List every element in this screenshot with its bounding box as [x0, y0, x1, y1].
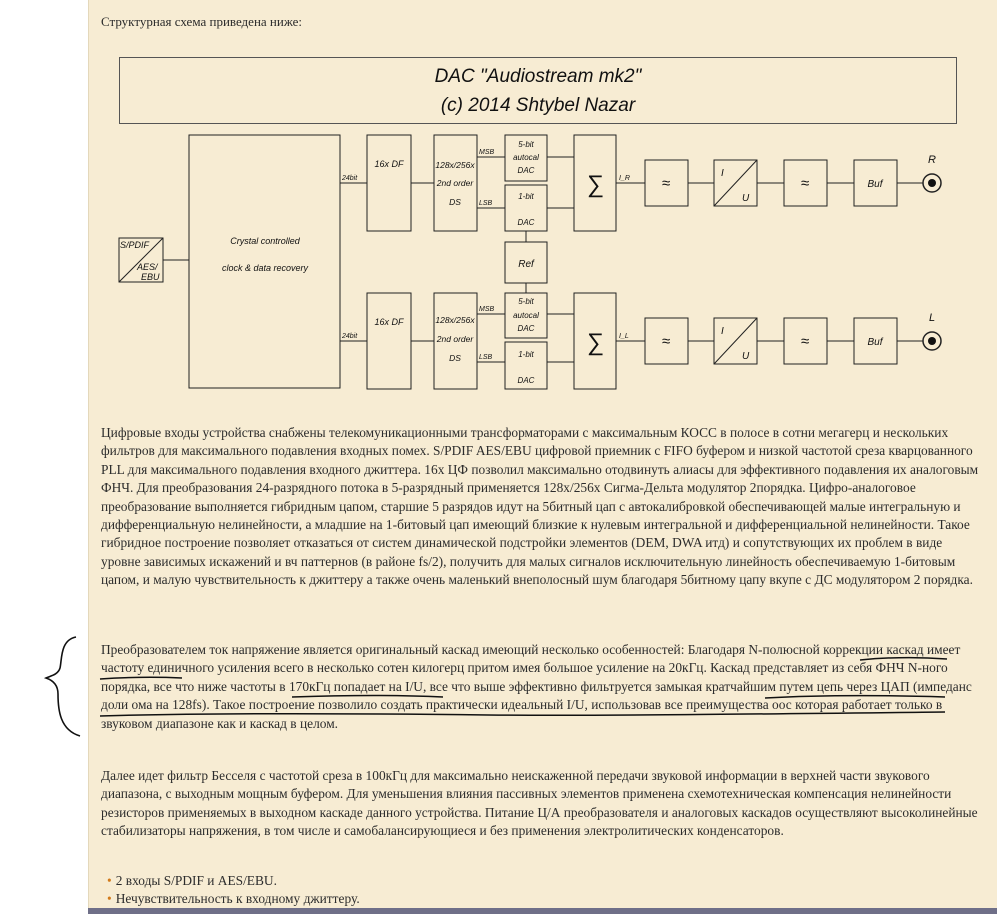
bottom-scroll-bar [88, 908, 997, 914]
ds-label-bottom-2: 2nd order [436, 334, 475, 344]
dac1-label-bottom-1: 1-bit [518, 350, 534, 359]
ds-block-top [433, 134, 478, 232]
ds-label-top-1: 128x/256x [435, 160, 475, 170]
sum-symbol-top: ∑ [586, 171, 603, 198]
output-jack-l [922, 331, 942, 351]
dac5-label-bottom-2: autocal [513, 311, 539, 320]
filter2-symbol-top: ≈ [801, 175, 809, 192]
filter1-symbol-bottom: ≈ [662, 333, 670, 350]
buf-label-bottom: Buf [867, 337, 883, 348]
ref-label: Ref [518, 259, 535, 270]
paragraph-bessel-filter: Далее идет фильтр Бесселя с частотой сре… [101, 768, 978, 839]
iu-i-label-bottom: I [721, 326, 724, 337]
df-label-top: 16x DF [374, 159, 404, 169]
paragraph-inputs: Цифровые входы устройства снабжены телек… [101, 425, 979, 588]
feature-list: •2 входы S/PDIF и AES/EBU. •Нечувствител… [107, 872, 360, 908]
bus-label-bottom: 24bit [341, 333, 358, 340]
dac5-label-top-2: autocal [513, 153, 539, 162]
sum-symbol-bottom: ∑ [586, 329, 603, 356]
output-l-label: L [929, 312, 935, 324]
clock-recovery-block [188, 134, 341, 389]
clock-label-1: Crystal controlled [230, 236, 301, 246]
filter1-symbol-top: ≈ [662, 175, 670, 192]
ds-label-top-2: 2nd order [436, 178, 475, 188]
dac1-block-bottom [504, 341, 548, 390]
diagram-title: DAC "Audiostream mk2" [434, 66, 642, 87]
clock-label-2: clock & data recovery [222, 263, 309, 273]
article-page: Структурная схема приведена ниже: DAC "A… [88, 0, 997, 910]
block-diagram: S/PDIF AES/ EBU Crystal controlled clock… [118, 134, 942, 390]
dac5-label-bottom-1: 5-bit [518, 297, 534, 306]
msb-label-bottom: MSB [479, 306, 495, 313]
dac5-block-top [504, 134, 548, 182]
intro-text: Структурная схема приведена ниже: [101, 14, 303, 29]
iu-u-label-bottom: U [742, 351, 750, 362]
bus-label-top: 24bit [341, 175, 358, 182]
dac1-label-top-2: DAC [518, 218, 535, 227]
ds-label-top-3: DS [449, 197, 461, 207]
iu-i-label-top: I [721, 168, 724, 179]
ds-label-bottom-1: 128x/256x [435, 315, 475, 325]
dac5-label-top-1: 5-bit [518, 140, 534, 149]
lsb-label-bottom: LSB [479, 354, 493, 361]
input-spdif-label: S/PDIF [120, 240, 150, 250]
output-jack-r [922, 173, 942, 193]
lsb-label-top: LSB [479, 200, 493, 207]
dac5-label-top-3: DAC [518, 166, 535, 175]
ds-block-bottom [433, 292, 478, 390]
df-label-bottom: 16x DF [374, 317, 404, 327]
ds-label-bottom-3: DS [449, 353, 461, 363]
output-r-label: R [928, 154, 936, 166]
paragraph-iu-converter: Преобразователем ток напряжение является… [101, 642, 972, 731]
filter2-symbol-bottom: ≈ [801, 333, 809, 350]
input-ebu-label: EBU [141, 272, 160, 282]
list-item: •2 входы S/PDIF и AES/EBU. [107, 873, 277, 888]
dac5-block-bottom [504, 292, 548, 339]
input-aes-label: AES/ [136, 262, 159, 272]
dac1-label-top-1: 1-bit [518, 192, 534, 201]
list-item: •Нечувствительность к входному джиттеру. [107, 891, 360, 906]
ir-label: I_R [619, 175, 630, 182]
dac1-label-bottom-2: DAC [518, 376, 535, 385]
msb-label-top: MSB [479, 149, 495, 156]
dac5-label-bottom-3: DAC [518, 324, 535, 333]
iu-u-label-top: U [742, 193, 750, 204]
il-label: I_L [619, 333, 629, 340]
diagram-copyright: (c) 2014 Shtybel Nazar [440, 95, 636, 116]
buf-label-top: Buf [867, 179, 883, 190]
diagram-title-box: DAC "Audiostream mk2" (c) 2014 Shtybel N… [119, 57, 957, 124]
